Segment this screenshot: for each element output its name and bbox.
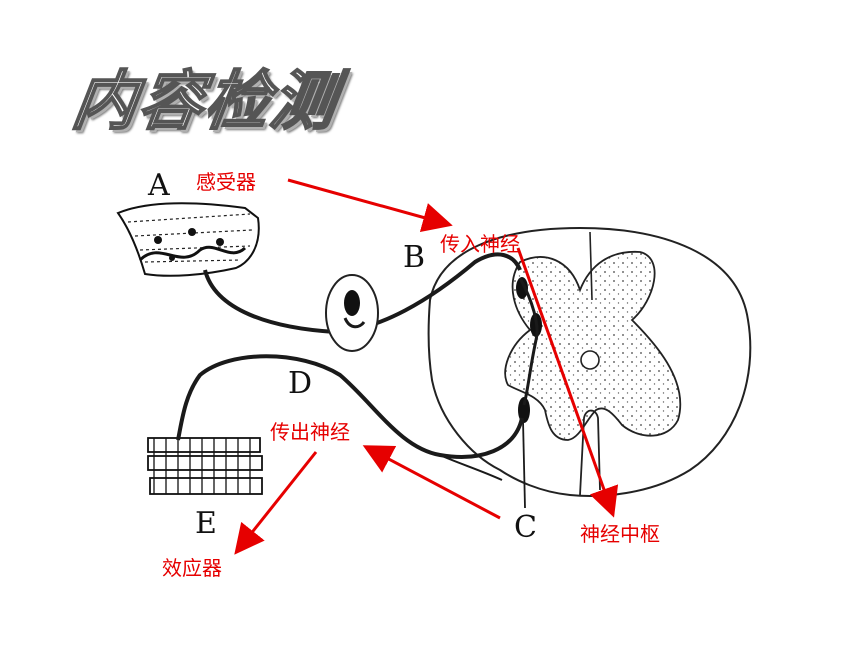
spinal-cord — [427, 226, 752, 497]
arrow-receptor-to-afferent — [287, 178, 453, 233]
letter-b: B — [403, 240, 426, 275]
red-arrows — [234, 178, 619, 555]
letter-e: E — [195, 506, 217, 541]
ganglion — [325, 274, 379, 352]
pointer-c — [522, 419, 526, 509]
arrow-c-to-efferent — [362, 445, 501, 520]
label-receptor: 感受器 — [196, 170, 256, 194]
interneuron-line — [518, 277, 539, 406]
receptor-skin — [116, 202, 260, 277]
effector-muscle — [147, 437, 263, 495]
label-efferent: 传出神经 — [270, 420, 350, 444]
label-afferent: 传入神经 — [440, 232, 520, 256]
arrow-center — [516, 247, 619, 518]
label-center: 神经中枢 — [580, 522, 660, 546]
letter-d: D — [288, 366, 313, 401]
efferent-nerve-line — [176, 354, 524, 459]
letter-c: C — [514, 510, 537, 545]
arrow-to-effector — [234, 451, 318, 555]
letter-a: A — [148, 168, 170, 203]
label-effector: 效应器 — [162, 556, 222, 580]
